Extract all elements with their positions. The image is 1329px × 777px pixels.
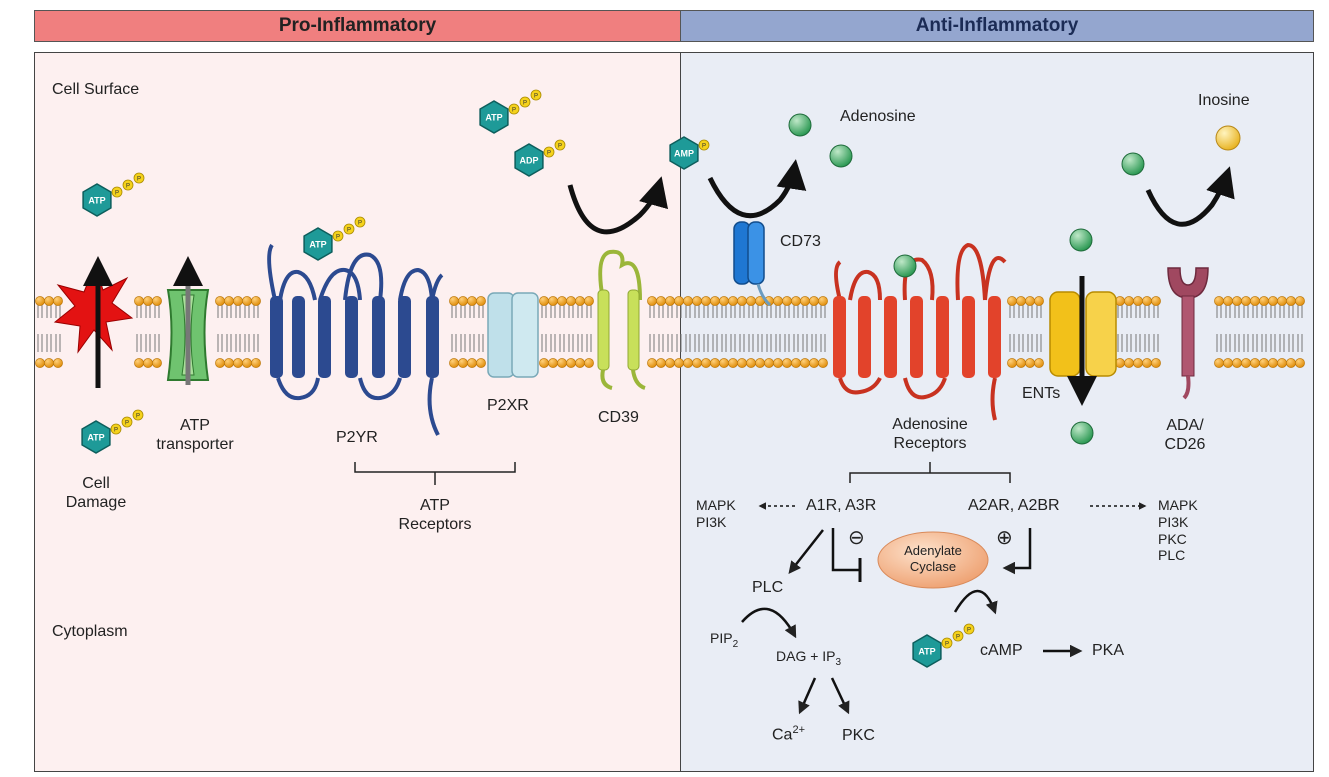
svg-text:P: P [956, 635, 960, 641]
anti-inflammatory-header: Anti-Inflammatory [680, 10, 1314, 42]
atp-molecule-icon: ATP P P P [912, 623, 975, 668]
amp-molecule-icon: AMP P [669, 136, 710, 170]
svg-text:P: P [512, 108, 516, 114]
p2yr-receptor-icon [267, 243, 444, 436]
inosine-sphere-icon [1215, 125, 1241, 151]
damage-burst-icon [53, 256, 134, 388]
activate-sign: ⊕ [996, 527, 1013, 549]
cd39-label: CD39 [598, 409, 639, 426]
svg-text:P: P [534, 94, 538, 100]
adenosine-receptor-icon [833, 242, 1007, 421]
atp-transporter-label: ATP transporter [156, 417, 234, 454]
cell-surface-label: Cell Surface [52, 81, 140, 98]
ent-transporter-icon [1049, 276, 1117, 406]
atp-molecule-icon: ATP P P P [81, 409, 144, 454]
adp-molecule-icon: ADP P P [514, 139, 566, 177]
svg-text:ATP: ATP [87, 433, 104, 443]
svg-text:ATP: ATP [918, 647, 935, 657]
svg-text:P: P [358, 221, 362, 227]
atp-receptors-label: ATP Receptors [398, 497, 472, 534]
a1r-a3r-label: A1R, A3R [806, 497, 877, 514]
svg-text:P: P [115, 191, 119, 197]
svg-text:AMP: AMP [674, 149, 694, 159]
adenylate-cyclase-label: Adenylate Cyclase [904, 543, 962, 574]
pip2-label: PIP2 [710, 630, 739, 650]
svg-text:P: P [137, 177, 141, 183]
bracket-lines [354, 462, 1011, 485]
cd73-conversion-arrow [707, 159, 807, 219]
dag-ip3-label: DAG + IP3 [776, 648, 842, 668]
ents-label: ENTs [1022, 385, 1061, 402]
atp-molecule-icon: ATP P P P [82, 172, 145, 217]
svg-text:ATP: ATP [485, 113, 502, 123]
pro-inflammatory-header: Pro-Inflammatory [34, 10, 681, 42]
svg-text:P: P [126, 184, 130, 190]
cd73-enzyme-icon [733, 221, 772, 307]
svg-text:P: P [336, 235, 340, 241]
svg-text:P: P [945, 642, 949, 648]
calcium-label: Ca2+ [772, 724, 805, 744]
svg-text:P: P [523, 101, 527, 107]
pkc-label: PKC [842, 727, 875, 744]
svg-text:P: P [547, 151, 551, 157]
ada-conversion-arrow [1145, 166, 1235, 227]
ada-cd26-icon [1167, 267, 1209, 400]
p2xr-label: P2XR [487, 397, 529, 414]
cell-membrane [35, 296, 1305, 368]
adenosine-sphere-icon [788, 113, 1145, 445]
inhibit-sign: ⊖ [848, 527, 865, 549]
svg-text:ATP: ATP [309, 240, 326, 250]
cd73-label: CD73 [780, 233, 821, 250]
pka-label: PKA [1092, 642, 1125, 659]
svg-text:ADP: ADP [519, 156, 538, 166]
atp-molecule-icon: ATP P P P [303, 216, 366, 261]
cytoplasm-label: Cytoplasm [52, 623, 128, 640]
signaling-arrows [741, 502, 1147, 715]
adenylate-cyclase-icon [877, 531, 989, 589]
svg-text:P: P [136, 414, 140, 420]
svg-text:P: P [347, 228, 351, 234]
adenosine-label: Adenosine [840, 108, 916, 125]
svg-text:P: P [558, 144, 562, 150]
inosine-label: Inosine [1198, 92, 1250, 109]
atp-transporter-icon [166, 256, 210, 385]
camp-label: cAMP [980, 642, 1023, 659]
ip3-subscript: 3 [835, 656, 842, 668]
p2yr-label: P2YR [336, 429, 378, 446]
svg-text:ATP: ATP [88, 196, 105, 206]
svg-text:P: P [114, 428, 118, 434]
pip2-subscript: 2 [732, 638, 739, 650]
mapk-pi3k-left-label: MAPK PI3K [696, 497, 736, 530]
atp-molecule-icon: ATP P P P [479, 89, 542, 134]
mapk-right-label: MAPK PI3K PKC PLC [1158, 497, 1198, 564]
cd39-enzyme-icon [597, 249, 646, 390]
conversion-arrows [567, 159, 1235, 235]
p2xr-channel-icon [487, 292, 539, 378]
a2ar-a2br-label: A2AR, A2BR [968, 497, 1060, 514]
plc-label: PLC [752, 579, 784, 596]
ada-cd26-label: ADA/ CD26 [1164, 417, 1206, 454]
cd39-conversion-arrow [567, 176, 669, 235]
calcium-superscript: 2+ [792, 724, 805, 736]
adenosine-receptors-label: Adenosine Receptors [892, 416, 968, 453]
cell-damage-label: Cell Damage [65, 475, 127, 512]
svg-text:P: P [702, 144, 706, 150]
svg-text:P: P [967, 628, 971, 634]
svg-text:P: P [125, 421, 129, 427]
